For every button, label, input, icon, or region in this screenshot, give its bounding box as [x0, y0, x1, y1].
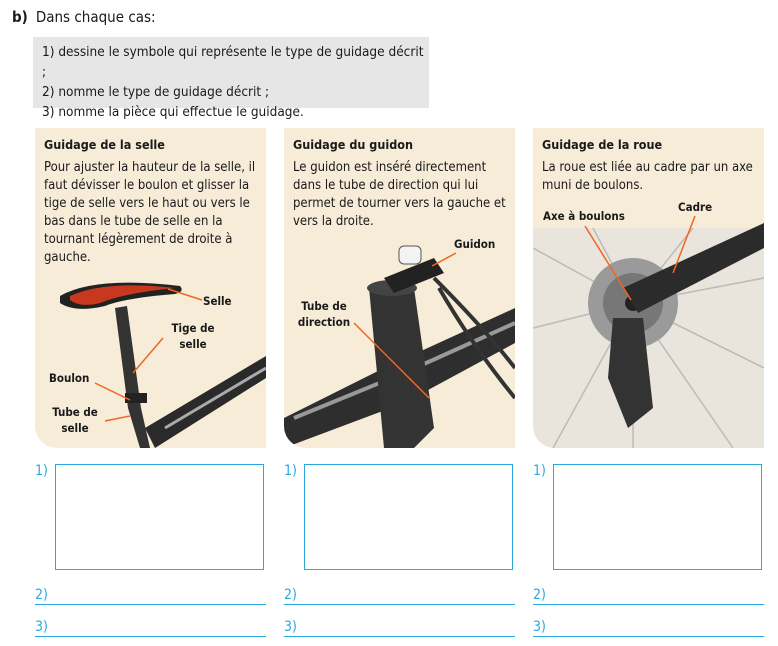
label-cadre: Cadre [678, 200, 713, 214]
seat-illustration [60, 282, 266, 448]
answer-3-number: 3) [533, 619, 546, 635]
answer-2-line[interactable] [533, 604, 764, 605]
answer-1-number: 1) [533, 463, 546, 479]
panel-title: Guidage du guidon [293, 137, 413, 152]
label-selle: Selle [203, 294, 232, 308]
answer-1-number: 1) [35, 463, 48, 479]
symbol-drawing-box[interactable] [55, 464, 264, 570]
panel-text: Pour ajuster la hauteur de la selle, il … [44, 160, 256, 265]
label-boulon: Boulon [49, 371, 90, 385]
panel-title: Guidage de la roue [542, 137, 663, 152]
panel-text: La roue est liée au cadre par un axe mun… [542, 160, 753, 193]
exercise-letter: b) [12, 8, 28, 26]
step-1: 1) dessine le symbole qui représente le … [42, 44, 424, 80]
answer-3-number: 3) [35, 619, 48, 635]
answer-2-number: 2) [533, 587, 546, 603]
steps-box: 1) dessine le symbole qui représente le … [33, 37, 429, 120]
step-2: 2) nomme le type de guidage décrit ; [42, 84, 270, 100]
label-tube-de-direction: Tube de direction [297, 299, 351, 329]
answer-2-line[interactable] [35, 604, 266, 605]
answer-2-number: 2) [35, 587, 48, 603]
answer-3-number: 3) [284, 619, 297, 635]
exercise-header: b) Dans chaque cas: [12, 8, 156, 26]
answer-2-line[interactable] [284, 604, 515, 605]
panel-guidon: Guidage du guidon Le guidon est inséré d… [284, 128, 515, 448]
label-axe-a-boulons: Axe à boulons [543, 209, 625, 223]
panel-roue: Guidage de la roue La roue est liée au c… [533, 128, 764, 448]
wheel-illustration [533, 215, 764, 448]
label-tube-de-selle: Tube de selle [52, 405, 98, 435]
step-3: 3) nomme la pièce qui effectue le guidag… [42, 104, 304, 120]
answer-1-number: 1) [284, 463, 297, 479]
symbol-drawing-box[interactable] [304, 464, 513, 570]
label-guidon: Guidon [454, 237, 496, 251]
label-tige-de-selle: Tige de selle [171, 321, 215, 351]
answer-3-line[interactable] [533, 636, 764, 637]
panel-text: Le guidon est inséré directement dans le… [293, 160, 506, 229]
answer-3-line[interactable] [284, 636, 515, 637]
answer-3-line[interactable] [35, 636, 266, 637]
answer-2-number: 2) [284, 587, 297, 603]
panel-title: Guidage de la selle [44, 137, 165, 152]
exercise-instruction: Dans chaque cas: [35, 8, 156, 26]
panel-selle: Guidage de la selle Pour ajuster la haut… [35, 128, 266, 448]
symbol-drawing-box[interactable] [553, 464, 762, 570]
handlebar-illustration [284, 245, 515, 448]
